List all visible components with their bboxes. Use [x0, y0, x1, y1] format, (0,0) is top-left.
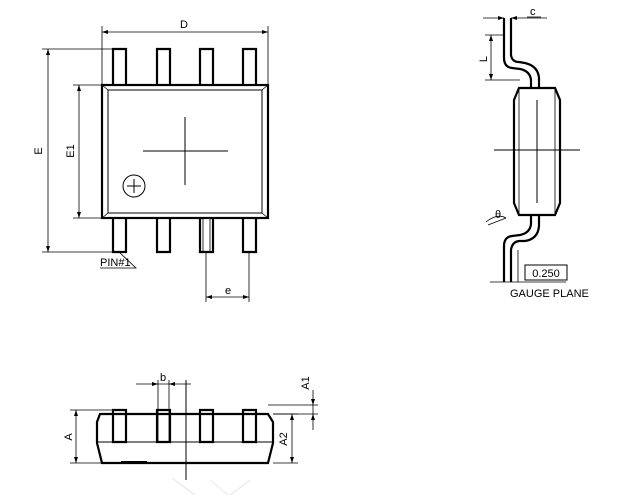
label-d: D [180, 19, 188, 31]
label-e1: E1 [65, 144, 77, 157]
dimension-a1: A1 [268, 376, 318, 430]
gauge-label: GAUGE PLANE [510, 288, 589, 300]
dimension-e1: E1 [65, 84, 102, 219]
label-c: c [530, 6, 536, 18]
label-a2: A2 [278, 432, 290, 445]
dimension-theta: θ [485, 209, 507, 226]
dimension-b: b [136, 372, 191, 410]
dimension-pitch: e [205, 252, 250, 302]
side-lead-top [502, 18, 541, 88]
dimension-a2: A2 [273, 413, 298, 464]
dimension-c: c [483, 6, 547, 20]
watermark [171, 477, 251, 495]
side-lead-bottom [502, 215, 541, 282]
front-view: b A1 A2 A [63, 372, 318, 480]
package-body-outer [100, 83, 270, 220]
top-leads [111, 47, 258, 85]
dimension-a: A [63, 409, 113, 464]
gauge-value-box [524, 264, 568, 281]
label-theta: θ [495, 209, 501, 221]
top-view: D E E1 e PIN#1 [33, 19, 270, 302]
side-view: c L θ 0.250 GAUGE PLANE [478, 6, 589, 300]
label-b: b [160, 372, 166, 384]
label-l: L [478, 56, 490, 62]
package-body-inner [107, 89, 263, 214]
dimension-d: D [101, 19, 269, 85]
bottom-leads [111, 218, 258, 254]
center-crosshair [143, 117, 228, 185]
label-e: E [33, 147, 45, 154]
label-a: A [63, 433, 75, 441]
pin1-marker [122, 174, 146, 198]
pin1-label: PIN#1 [100, 257, 131, 269]
gauge-plane: 0.250 GAUGE PLANE [490, 250, 589, 300]
label-pitch: e [225, 285, 231, 297]
front-body [95, 412, 275, 465]
dimension-l: L [478, 34, 520, 81]
gauge-value: 0.250 [532, 268, 560, 280]
dimension-e: E [33, 48, 113, 253]
label-a1: A1 [300, 376, 312, 389]
